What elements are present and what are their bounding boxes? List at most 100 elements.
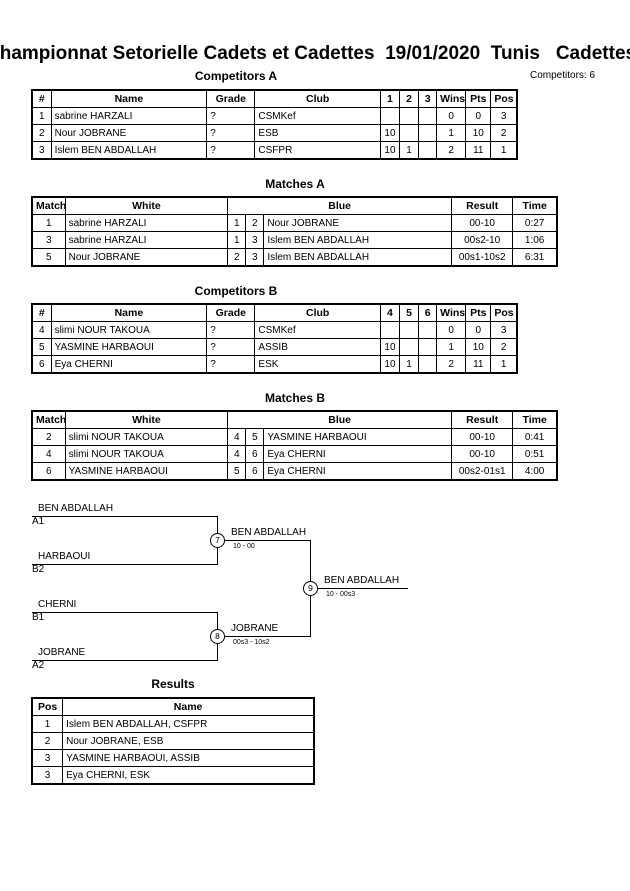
table-cell: 6 (245, 462, 265, 481)
table-cell: 2 (436, 141, 467, 160)
table-cell: 4 (31, 445, 66, 463)
table-cell: Eya CHERNI (263, 462, 453, 481)
column-header: Club (254, 303, 381, 322)
bracket-sf2-top-name: CHERNI (38, 599, 77, 610)
table-cell: Nour JOBRANE (263, 214, 453, 232)
table-cell: 00-10 (451, 214, 514, 232)
table-cell: 6 (31, 355, 52, 374)
table-cell: 3 (490, 107, 518, 125)
table-cell: ASSIB (254, 338, 381, 356)
table-cell: 00s2-01s1 (451, 462, 514, 481)
bracket-sf1-bottom-seed: B2 (32, 564, 45, 575)
table-cell: 2 (31, 428, 66, 446)
table-cell: Islem BEN ABDALLAH, CSFPR (62, 715, 315, 733)
column-header: 3 (418, 89, 438, 108)
bracket-final-match-number: 9 (303, 581, 318, 596)
bracket-final-winner: BEN ABDALLAH (324, 575, 400, 586)
table-cell: 1 (398, 355, 420, 374)
table-cell: 00s1-10s2 (451, 248, 514, 267)
table-cell: Nour JOBRANE (64, 248, 229, 267)
bracket-sf2-score: 00s3 - 10s2 (233, 639, 270, 646)
table-cell: 00-10 (451, 428, 514, 446)
table-cell (418, 141, 438, 160)
bracket-line (32, 660, 218, 661)
table-cell: 1:06 (512, 231, 558, 249)
bracket-line (224, 636, 311, 637)
column-header: Grade (206, 89, 256, 108)
table-cell: 6 (31, 462, 66, 481)
bracket-line (224, 540, 311, 541)
table-cell: 5 (31, 338, 52, 356)
table-cell (379, 321, 401, 339)
column-header: Wins (436, 303, 467, 322)
column-header: Pos (31, 697, 64, 716)
column-header: Name (62, 697, 315, 716)
results-title: Results (151, 677, 195, 691)
table-cell: 10 (465, 338, 492, 356)
column-header: # (31, 89, 52, 108)
column-header: 5 (398, 303, 420, 322)
table-cell: ? (206, 338, 256, 356)
table-cell: slimi NOUR TAKOUA (64, 445, 229, 463)
table-cell: Nour JOBRANE, ESB (62, 732, 315, 750)
table-cell: 1 (490, 141, 518, 160)
competitors-a-title: Competitors A (194, 69, 278, 83)
table-cell: 5 (245, 428, 265, 446)
table-cell: Islem BEN ABDALLAH (263, 231, 453, 249)
table-cell (418, 124, 438, 142)
table-cell: 2 (490, 338, 518, 356)
column-header: Name (50, 89, 208, 108)
table-cell: 1 (398, 141, 420, 160)
column-header: White (64, 196, 229, 215)
table-cell (418, 338, 438, 356)
table-cell: CSMKef (254, 107, 381, 125)
table-cell: 3 (245, 248, 265, 267)
table-cell: YASMINE HARBAOUI, ASSIB (62, 749, 315, 767)
table-cell: Eya CHERNI (263, 445, 453, 463)
table-cell: sabrine HARZALI (64, 231, 229, 249)
column-header: 1 (379, 89, 401, 108)
competitors-count: Competitors: 6 (530, 70, 596, 81)
table-cell: 11 (465, 141, 492, 160)
table-cell: 0 (465, 107, 492, 125)
bracket-line (32, 564, 218, 565)
table-cell: 0 (465, 321, 492, 339)
table-cell: 1 (31, 715, 64, 733)
table-cell (418, 355, 438, 374)
column-header: Name (50, 303, 208, 322)
table-cell: 4 (227, 445, 247, 463)
table-cell: slimi NOUR TAKOUA (50, 321, 208, 339)
table-cell: CSMKef (254, 321, 381, 339)
column-header: Blue (227, 410, 453, 429)
table-cell: 1 (436, 124, 467, 142)
table-cell: 1 (31, 107, 52, 125)
table-cell (398, 124, 420, 142)
table-cell: slimi NOUR TAKOUA (64, 428, 229, 446)
table-cell: 0 (436, 107, 467, 125)
bracket-final-score: 10 - 00s3 (326, 591, 356, 598)
column-header: Pos (490, 303, 518, 322)
column-header: Pts (465, 303, 492, 322)
column-header: 2 (398, 89, 420, 108)
table-cell: 1 (436, 338, 467, 356)
competitors-b-title: Competitors B (194, 284, 278, 298)
bracket-sf1-top-seed: A1 (32, 516, 45, 527)
table-cell: 1 (490, 355, 518, 374)
table-cell: 4 (227, 428, 247, 446)
column-header: Pts (465, 89, 492, 108)
table-cell: 3 (31, 766, 64, 785)
table-cell: Islem BEN ABDALLAH (263, 248, 453, 267)
table-cell: 10 (379, 124, 401, 142)
table-cell: CSFPR (254, 141, 381, 160)
